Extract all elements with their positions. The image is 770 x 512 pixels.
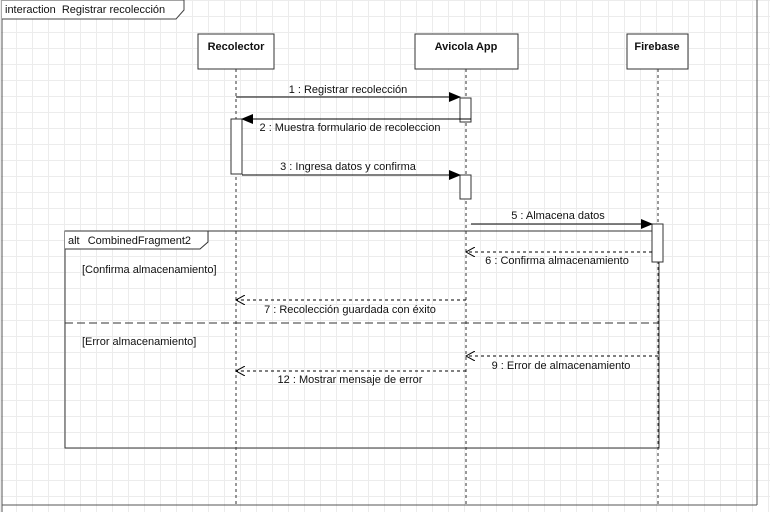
message-label: 3 : Ingresa datos y confirma (280, 161, 417, 173)
fragment-name: CombinedFragment2 (88, 235, 191, 247)
fragment-label: alt CombinedFragment2 (68, 235, 191, 247)
message-label: 6 : Confirma almacenamiento (485, 255, 629, 267)
lifeline-avicola-app[interactable]: Avicola App (414, 33, 519, 505)
message-5[interactable]: 5 : Almacena datos (471, 210, 653, 229)
guard-confirma: [Confirma almacenamiento] (82, 264, 217, 276)
lifeline-label: Recolector (208, 41, 266, 53)
message-3[interactable]: 3 : Ingresa datos y confirma (242, 161, 461, 180)
message-2[interactable]: 2 : Muestra formulario de recoleccion (241, 114, 471, 134)
message-label: 2 : Muestra formulario de recoleccion (260, 122, 441, 134)
message-7[interactable]: 7 : Recolección guardada con éxito (236, 300, 466, 316)
message-label: 5 : Almacena datos (511, 210, 605, 222)
message-6[interactable]: 6 : Confirma almacenamiento (466, 252, 652, 267)
activation-bar (459, 97, 472, 123)
activation-bar (459, 174, 472, 200)
message-label: 1 : Registrar recolección (289, 84, 408, 96)
alt-fragment[interactable]: alt CombinedFragment2 [Confirma almacena… (64, 230, 660, 449)
message-12[interactable]: 12 : Mostrar mensaje de error (236, 371, 466, 386)
message-label: 12 : Mostrar mensaje de error (278, 374, 423, 386)
frame-name: Registrar recolección (62, 4, 165, 16)
message-9[interactable]: 9 : Error de almacenamiento (466, 356, 658, 372)
message-1[interactable]: 1 : Registrar recolección (236, 84, 461, 102)
frame-title: interaction Registrar recolección (5, 4, 165, 16)
lifeline-label: Avicola App (435, 41, 498, 53)
message-label: 7 : Recolección guardada con éxito (264, 304, 436, 316)
fragment-operator: alt (68, 235, 80, 247)
frame-keyword: interaction (5, 4, 56, 16)
activation-bar (230, 118, 243, 175)
lifeline-label: Firebase (634, 41, 679, 53)
guard-error: [Error almacenamiento] (82, 336, 196, 348)
activation-bar (651, 223, 664, 263)
message-label: 9 : Error de almacenamiento (492, 360, 631, 372)
lifeline-firebase[interactable]: Firebase (626, 33, 689, 505)
